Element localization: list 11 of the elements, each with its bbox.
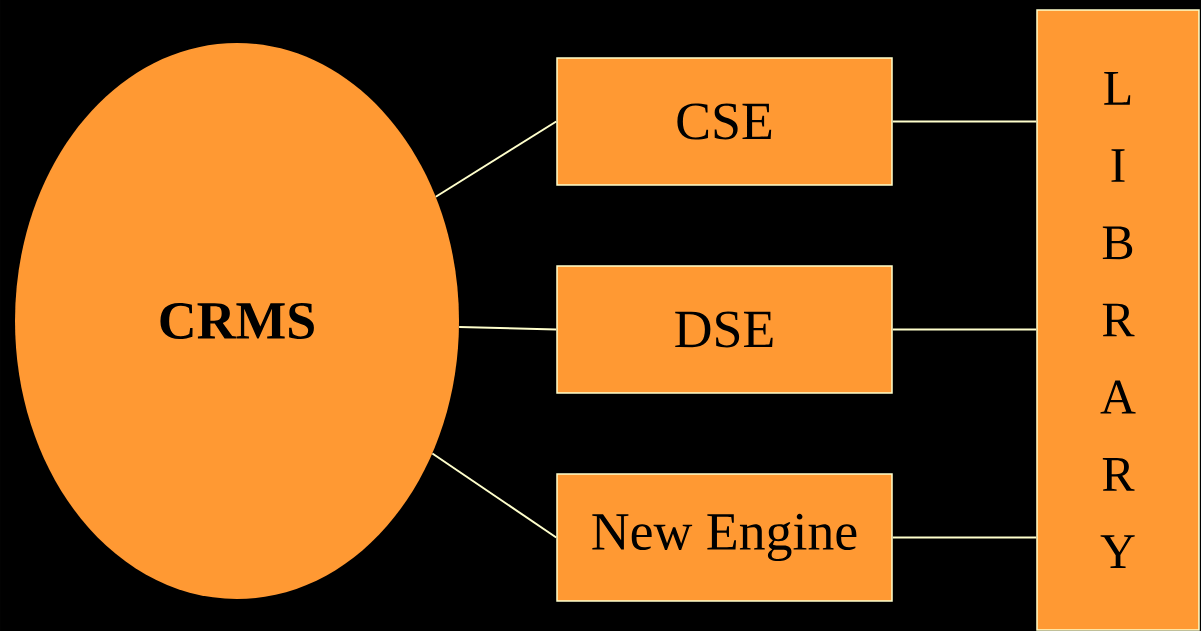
connector-line: [434, 120, 558, 198]
connector-line: [891, 120, 1038, 123]
connector-line: [891, 328, 1038, 331]
process-box: CSE: [556, 57, 893, 186]
process-box: DSE: [556, 265, 893, 394]
library-bar: LIBRARY: [1036, 9, 1200, 631]
ellipse-node: CRMS: [15, 43, 459, 599]
process-box: New Engine: [556, 473, 893, 602]
connector-line: [431, 452, 558, 539]
connector-line: [891, 536, 1038, 539]
connector-line: [458, 325, 558, 331]
